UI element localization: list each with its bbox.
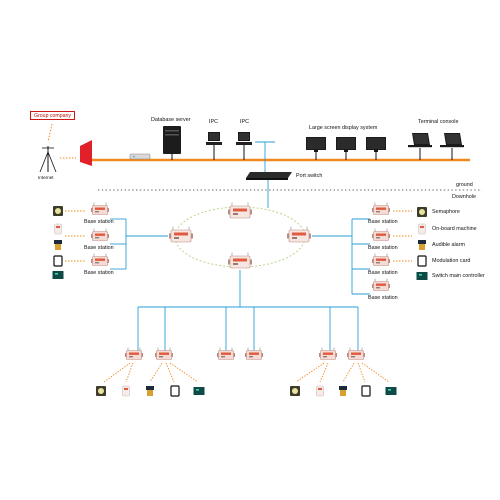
left-base-station-label: Base station [84, 245, 114, 251]
ring-base-station-icon [227, 202, 253, 219]
semaphore-icon [96, 386, 106, 396]
group-company-tag: Group company [30, 111, 75, 120]
device-arrows [103, 362, 390, 383]
large-screen-label: Large screen display system [309, 125, 378, 131]
display-monitor-icon [336, 137, 356, 152]
legend-semaphore-label: Semaphore [432, 209, 460, 215]
legend-modulation-card-label: Modulation card [432, 258, 471, 264]
onboard-machine-icon [316, 385, 324, 397]
switch-main-controller-icon [193, 387, 205, 395]
left-base-station-label: Base station [84, 270, 114, 276]
switch-main-controller-icon [52, 271, 64, 279]
ring-base-station-icon [168, 226, 194, 243]
internet-mast-icon [39, 146, 57, 173]
downhole-base-station-icon [346, 347, 366, 360]
right-base-station-label: Base station [368, 295, 398, 301]
right-base-station-icon [371, 253, 391, 266]
downhole-base-station-icon [124, 347, 144, 360]
legend-switch-main-controller-icon [416, 272, 428, 280]
ipc-2-label: IPC [240, 119, 249, 125]
legend-modulation-card-icon [417, 255, 427, 267]
router-icon [129, 153, 151, 160]
onboard-machine-icon [54, 223, 62, 235]
legend-switch-main-controller-label: Switch main controller [432, 273, 485, 279]
internet-label: Internet [38, 175, 54, 180]
legend-semaphore-icon [417, 207, 427, 217]
port-switch-icon [246, 172, 292, 180]
onboard-machine-icon [122, 385, 130, 397]
ring-base-station-icon [286, 226, 312, 243]
legend-onboard-machine-icon [418, 223, 426, 235]
right-base-station-icon [371, 202, 391, 215]
audible-alarm-icon [54, 240, 62, 250]
ring-base-station-icon [227, 252, 253, 269]
downhole-base-station-icon [318, 347, 338, 360]
legend-audible-alarm-icon [418, 240, 426, 250]
ipc-1-label: IPC [209, 119, 218, 125]
right-base-station-icon [371, 278, 391, 291]
semaphore-icon [290, 386, 300, 396]
modulation-card-icon [170, 385, 180, 397]
modulation-card-icon [53, 255, 63, 267]
left-base-station-icon [90, 253, 110, 266]
right-base-station-label: Base station [368, 245, 398, 251]
right-base-station-label: Base station [368, 219, 398, 225]
database-server-label: Database server [151, 117, 191, 123]
laptop-icon [440, 133, 464, 148]
legend-audible-alarm-label: Audible alarm [432, 242, 465, 248]
display-monitor-icon [366, 137, 386, 152]
audible-alarm-icon [339, 386, 347, 396]
downhole-base-station-icon [154, 347, 174, 360]
laptop-icon [408, 133, 432, 148]
semaphore-icon [53, 206, 63, 216]
downhole-label: Downhole [452, 194, 476, 200]
display-monitor-icon [306, 137, 326, 152]
left-base-station-icon [90, 202, 110, 215]
ground-label: ground [456, 182, 473, 188]
port-switch-label: Port switch [296, 173, 323, 179]
database-server-icon [163, 126, 181, 160]
ipc-1-icon [206, 132, 222, 145]
right-base-station-label: Base station [368, 270, 398, 276]
left-base-station-label: Base station [84, 219, 114, 225]
terminal-console-label: Terminal console [418, 119, 459, 125]
modulation-card-icon [361, 385, 371, 397]
switch-main-controller-icon [385, 387, 397, 395]
legend-onboard-machine-label: On-board machine [432, 226, 477, 232]
ipc-2-icon [236, 132, 252, 145]
right-base-station-icon [371, 228, 391, 241]
left-base-station-icon [90, 228, 110, 241]
audible-alarm-icon [146, 386, 154, 396]
firewall-flag-icon [80, 140, 92, 166]
